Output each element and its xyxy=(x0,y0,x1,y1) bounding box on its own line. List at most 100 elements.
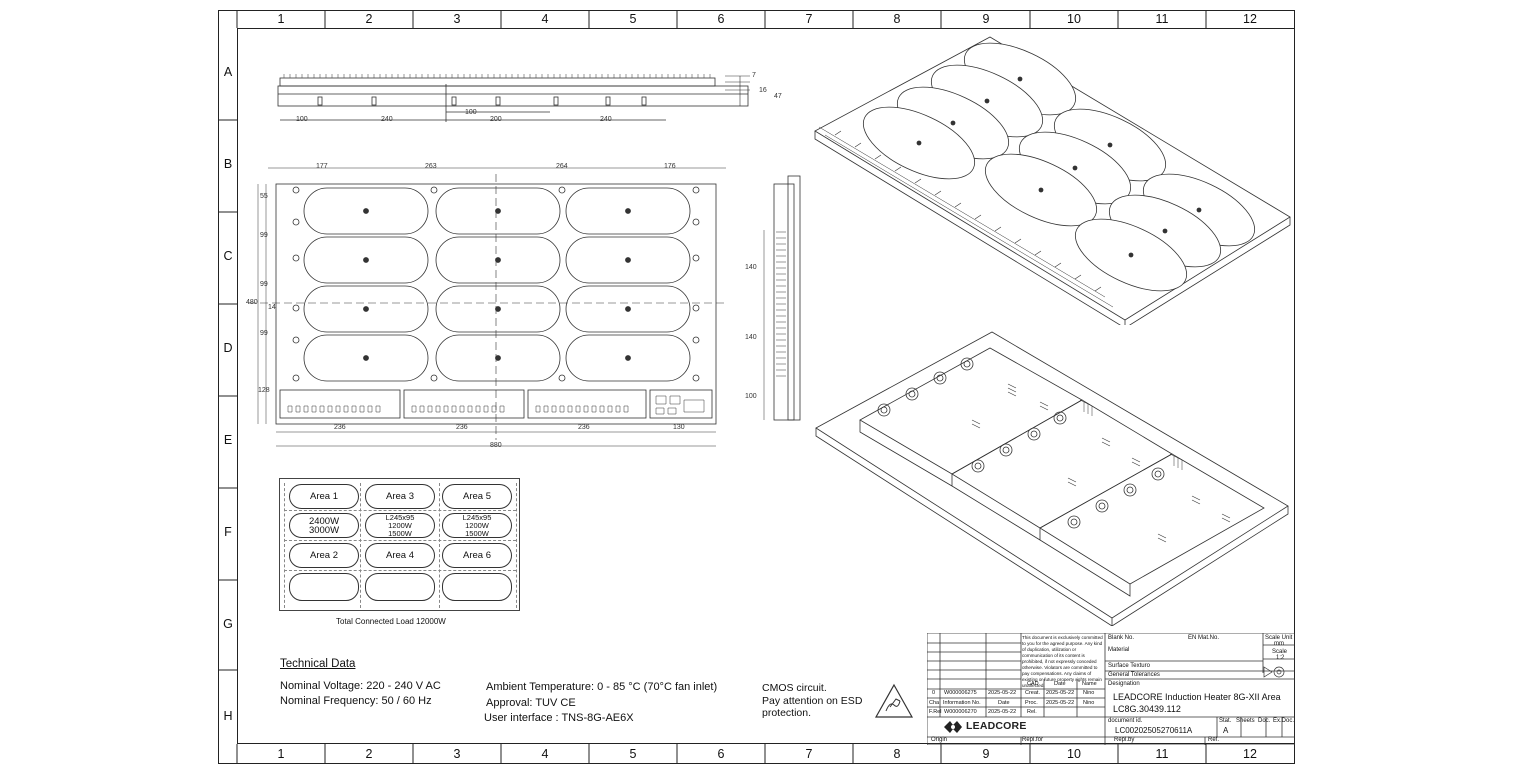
table-divider xyxy=(284,510,516,511)
origin-label: Origin xyxy=(931,737,948,743)
dimension-label: 7 xyxy=(752,72,756,79)
leadcore-logo-icon xyxy=(944,721,962,733)
table-divider xyxy=(439,483,440,608)
blank-no-label: Blank No. xyxy=(1108,635,1135,641)
dimension-label: 200 xyxy=(490,116,502,123)
column-number: 9 xyxy=(982,747,990,761)
isometric-top-view xyxy=(814,36,1291,325)
column-number: 8 xyxy=(893,12,901,26)
row-letter: D xyxy=(223,341,233,355)
revision-index: F.Rel xyxy=(929,709,942,715)
dimension-label: 236 xyxy=(334,424,346,431)
ambient-temperature: Ambient Temperature: 0 - 85 °C (70°C fan… xyxy=(486,681,718,693)
doc-label: Doc. xyxy=(1258,718,1271,724)
dimension-label: 55 xyxy=(260,193,268,200)
column-number: 8 xyxy=(893,747,901,761)
cad-date: 2025-05-22 xyxy=(1046,700,1075,706)
scale-label: Scale xyxy=(1272,649,1288,655)
nominal-voltage: Nominal Voltage: 220 - 240 V AC xyxy=(280,680,441,692)
row-letter: G xyxy=(223,617,233,631)
cad-name: Nino xyxy=(1083,700,1095,706)
row-letter: C xyxy=(223,249,233,263)
dimension-label: 128 xyxy=(258,387,270,394)
cad-name: Nino xyxy=(1083,690,1095,696)
ref-label: Ref. xyxy=(1208,737,1220,743)
area-cell: Area 5 xyxy=(442,484,512,509)
dimension-label: 47 xyxy=(774,93,782,100)
column-number: 4 xyxy=(541,12,549,26)
technical-data-title: Technical Data xyxy=(280,658,356,670)
table-divider xyxy=(284,570,516,571)
column-number: 11 xyxy=(1155,747,1169,761)
designation-line: LEADCORE Induction Heater 8G-XII Area xyxy=(1113,692,1281,702)
esd-note: CMOS circuit. Pay attention on ESD prote… xyxy=(762,682,862,720)
revision-index: Cha xyxy=(929,700,940,706)
table-divider xyxy=(360,483,361,608)
designation-code: LC8G.30439.112 xyxy=(1113,704,1181,714)
dimension-label: 140 xyxy=(745,334,757,341)
column-number: 10 xyxy=(1067,12,1081,26)
column-number: 6 xyxy=(717,12,725,26)
column-number: 11 xyxy=(1155,12,1169,26)
dimension-label: 880 xyxy=(490,442,502,449)
dimension-label: 99 xyxy=(260,281,268,288)
cad-header: Name xyxy=(1082,681,1097,687)
revision-number: W000006275 xyxy=(944,690,977,696)
dimension-label: 263 xyxy=(425,163,437,170)
material-label: Material xyxy=(1108,647,1130,653)
column-number: 1 xyxy=(277,747,285,761)
dimension-label: 100 xyxy=(465,109,477,116)
tolerances-label: General Tolerances xyxy=(1108,672,1160,678)
dimension-label: 176 xyxy=(664,163,676,170)
dimension-label: 130 xyxy=(673,424,685,431)
column-number: 2 xyxy=(365,12,373,26)
column-number: 5 xyxy=(629,12,637,26)
revision-date: 2025-05-22 xyxy=(988,709,1017,715)
dimension-label: 100 xyxy=(745,393,757,400)
column-number: 7 xyxy=(805,12,813,26)
revision-number: W000006270 xyxy=(944,709,977,715)
stat-value: A xyxy=(1223,726,1229,735)
title-block-grid xyxy=(927,633,1295,745)
dimension-label: 480 xyxy=(246,299,258,306)
dimension-label: 177 xyxy=(316,163,328,170)
row-letter: A xyxy=(223,65,233,79)
dimension-label: 14 xyxy=(268,304,276,311)
column-number: 3 xyxy=(453,12,461,26)
dimension-label: 100 xyxy=(296,116,308,123)
column-number: 3 xyxy=(453,747,461,761)
user-interface: User interface : TNS-8G-AE6X xyxy=(484,712,634,724)
column-number: 1 xyxy=(277,12,285,26)
revision-index: 0 xyxy=(932,690,936,696)
table-divider xyxy=(284,483,285,608)
area-cell: Area 1 xyxy=(289,484,359,509)
revision-date: Date xyxy=(998,700,1010,706)
row-letter: H xyxy=(223,709,233,723)
area-assignment-table: Area 1 Area 3 Area 5 2400W 3000W L245x95… xyxy=(279,478,520,611)
esd-note-line: CMOS circuit. xyxy=(762,682,827,694)
cad-date: 2025-05-22 xyxy=(1046,690,1075,696)
column-number: 7 xyxy=(805,747,813,761)
area-cell: Area 3 xyxy=(365,484,435,509)
dimension-label: 240 xyxy=(381,116,393,123)
column-number: 12 xyxy=(1243,12,1257,26)
dimension-label: 99 xyxy=(260,232,268,239)
ex-doc-label: Ex.Doc. xyxy=(1273,718,1295,724)
dimension-label: 140 xyxy=(745,264,757,271)
column-number: 5 xyxy=(629,747,637,761)
stat-label: Stat. xyxy=(1219,718,1232,724)
column-number: 4 xyxy=(541,747,549,761)
area-cell: Area 4 xyxy=(365,543,435,568)
column-number: 2 xyxy=(365,747,373,761)
designation-label: Designation xyxy=(1108,681,1140,687)
document-id: LC00202505270611A xyxy=(1115,726,1193,735)
revision-date: 2025-05-22 xyxy=(988,690,1017,696)
scale-unit-label: Scale Unit xyxy=(1265,635,1293,641)
area-cell xyxy=(289,573,359,601)
table-divider xyxy=(284,540,516,541)
dimension-label: 99 xyxy=(260,330,268,337)
scale-value: 1:2 xyxy=(1276,655,1285,661)
front-elevation-view xyxy=(277,74,750,122)
column-number: 6 xyxy=(717,747,725,761)
drawing-inner-frame xyxy=(237,28,1295,744)
